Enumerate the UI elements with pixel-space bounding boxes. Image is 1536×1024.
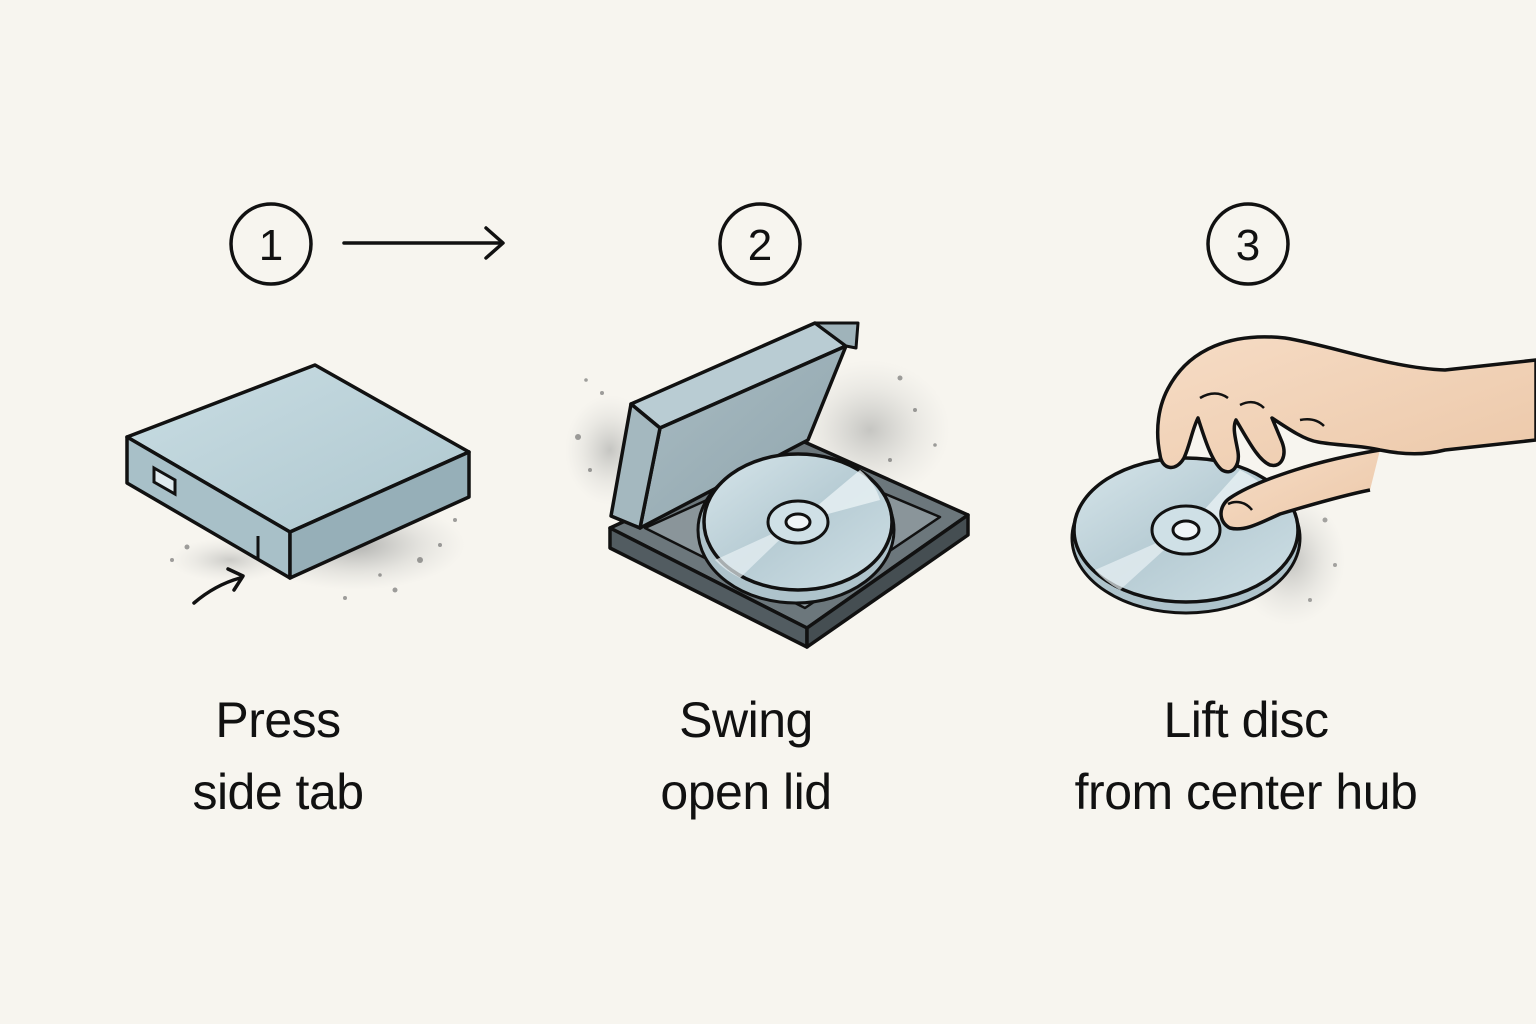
step-3-badge: 3 [1206, 202, 1290, 286]
curved-pointer-arrow-icon [192, 567, 245, 605]
hand [1155, 335, 1536, 531]
step-3-caption-line-1: Lift disc [1163, 692, 1329, 748]
right-arrow-icon [342, 226, 505, 260]
step-3-number: 3 [1236, 221, 1260, 270]
step-2-number: 2 [748, 221, 772, 270]
step-1-caption-line-2: side tab [192, 764, 364, 820]
closed-disc-case-illustration [125, 363, 471, 600]
step-1-number: 1 [259, 221, 283, 270]
step-2-caption-line-1: Swing [679, 692, 813, 748]
open-case-illustration [565, 321, 970, 649]
step-2-caption-line-2: open lid [660, 764, 832, 820]
step-1-caption: Press side tab [68, 684, 488, 828]
step-3-caption-line-2: from center hub [1074, 764, 1418, 820]
step-1-badge: 1 [229, 202, 313, 286]
step-3-caption: Lift disc from center hub [1036, 684, 1456, 828]
step-2-badge: 2 [718, 202, 802, 286]
disc [696, 452, 896, 605]
side-tab [152, 465, 177, 497]
step-2-caption: Swing open lid [536, 684, 956, 828]
hand-lifting-disc-illustration [1070, 335, 1536, 625]
step-1-caption-line-1: Press [215, 692, 341, 748]
